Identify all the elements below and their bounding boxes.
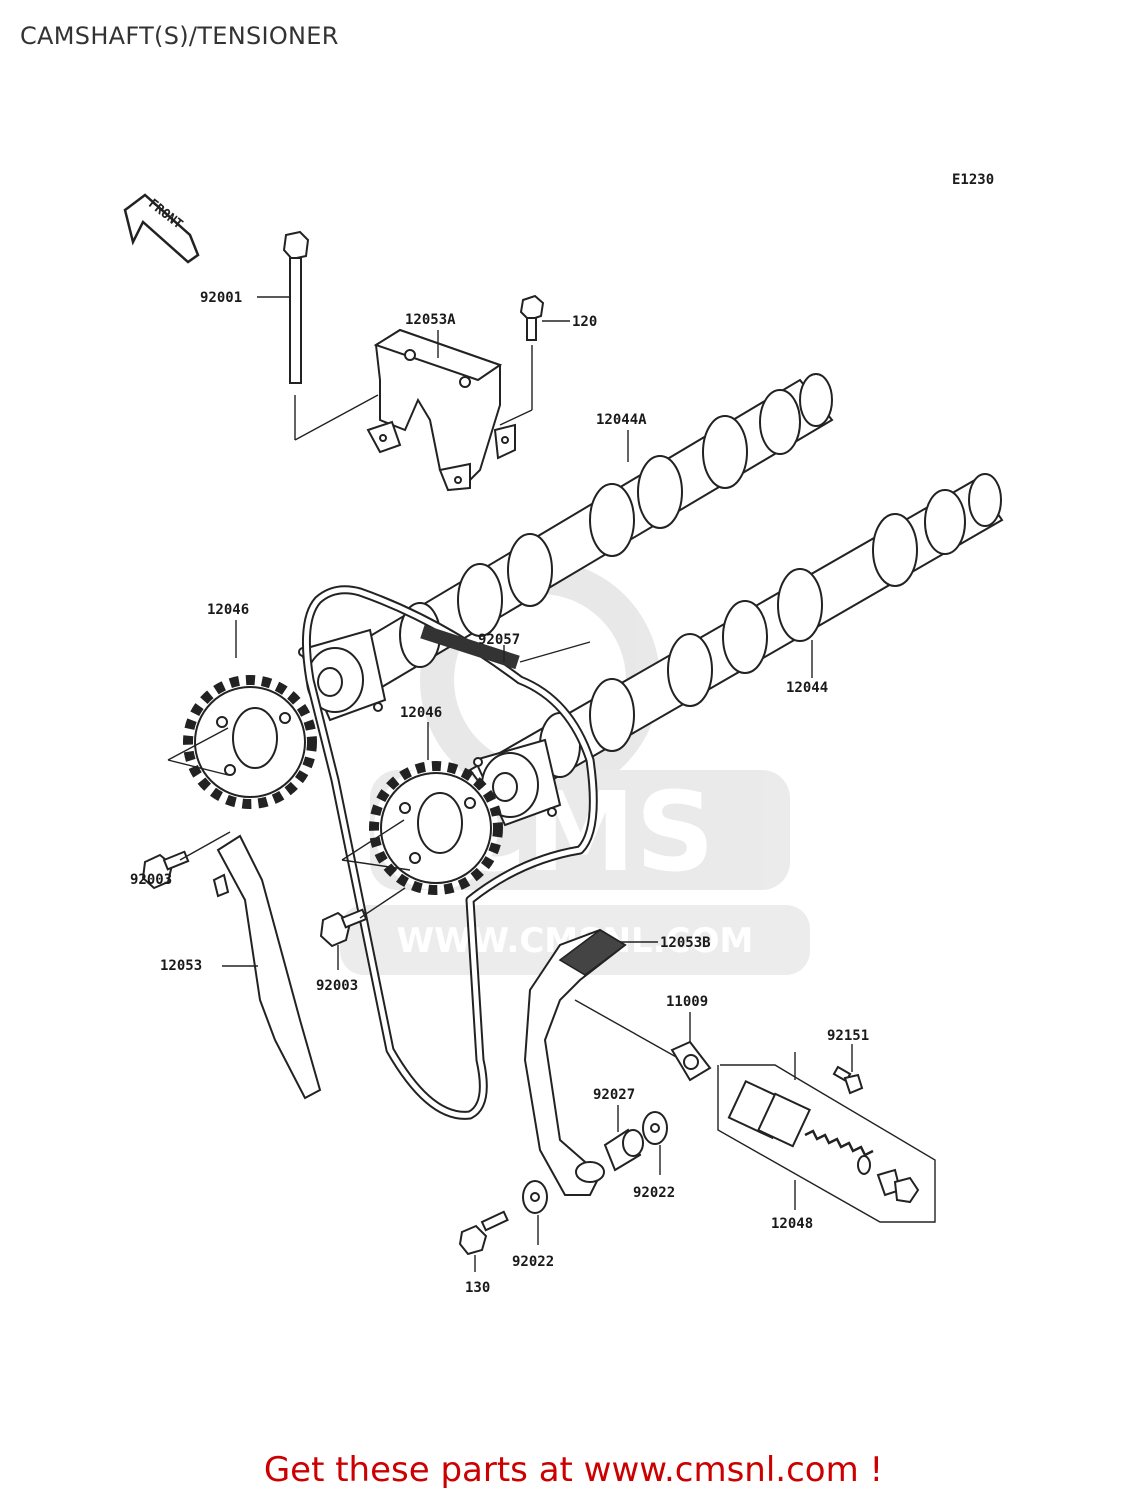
callout-92003-lower: 92003 bbox=[316, 978, 358, 994]
callout-130: 130 bbox=[465, 1280, 490, 1296]
callout-12044A: 12044A bbox=[596, 412, 647, 428]
washer-92022-lower bbox=[522, 1180, 548, 1245]
callout-12044: 12044 bbox=[786, 680, 828, 696]
callout-92151: 92151 bbox=[827, 1028, 869, 1044]
bolt-130 bbox=[458, 1210, 509, 1272]
parts-diagram: CMS WWW.CMSNL.COM E1230 FRONT bbox=[123, 172, 1004, 1296]
callout-120: 120 bbox=[572, 314, 597, 330]
washer-92022-upper bbox=[642, 1111, 668, 1175]
callout-12053B: 12053B bbox=[660, 935, 711, 951]
callout-11009: 11009 bbox=[666, 994, 708, 1010]
callout-12046-lower: 12046 bbox=[400, 705, 442, 721]
callout-92003-upper: 92003 bbox=[130, 872, 172, 888]
callout-92001: 92001 bbox=[200, 290, 242, 306]
callout-12053A: 12053A bbox=[405, 312, 456, 328]
callout-92022-lower: 92022 bbox=[512, 1254, 554, 1270]
sprocket-12046-lower bbox=[341, 722, 503, 895]
gasket-11009 bbox=[670, 1012, 712, 1082]
camshaft-12044 bbox=[468, 473, 1004, 812]
diagram-code: E1230 bbox=[952, 172, 994, 188]
bolt-120 bbox=[499, 294, 570, 426]
chain-guide-12053 bbox=[212, 834, 322, 1100]
page-title: CAMSHAFT(S)/TENSIONER bbox=[20, 22, 339, 50]
callout-12046-upper: 12046 bbox=[207, 602, 249, 618]
bolt-92003-upper bbox=[141, 831, 231, 890]
camshaft-12044A bbox=[328, 373, 834, 702]
tensioner-guide-12053B bbox=[523, 928, 679, 1196]
cam-journal-upper bbox=[298, 628, 387, 722]
cam-journal-lower bbox=[473, 738, 562, 827]
collar-92027 bbox=[603, 1105, 644, 1172]
callout-92057: 92057 bbox=[478, 632, 520, 648]
callouts: 92001 12053A 120 12044A 12046 92057 1204… bbox=[130, 290, 869, 1296]
footer-shop-link[interactable]: Get these parts at www.cmsnl.com ! bbox=[263, 1450, 884, 1490]
callout-92027: 92027 bbox=[593, 1087, 635, 1103]
cam-chain-92057 bbox=[301, 585, 598, 1120]
callout-12048: 12048 bbox=[771, 1216, 813, 1232]
cam-holder-12053A bbox=[366, 328, 516, 492]
bolt-92151 bbox=[832, 1044, 864, 1095]
tensioner-12048 bbox=[717, 1052, 936, 1223]
bolt-92003-lower bbox=[319, 887, 406, 970]
front-arrow-icon: FRONT bbox=[123, 193, 200, 264]
sprocket-12046-upper bbox=[167, 620, 317, 809]
bolt-92001 bbox=[257, 230, 379, 441]
callout-12053: 12053 bbox=[160, 958, 202, 974]
callout-92022-upper: 92022 bbox=[633, 1185, 675, 1201]
